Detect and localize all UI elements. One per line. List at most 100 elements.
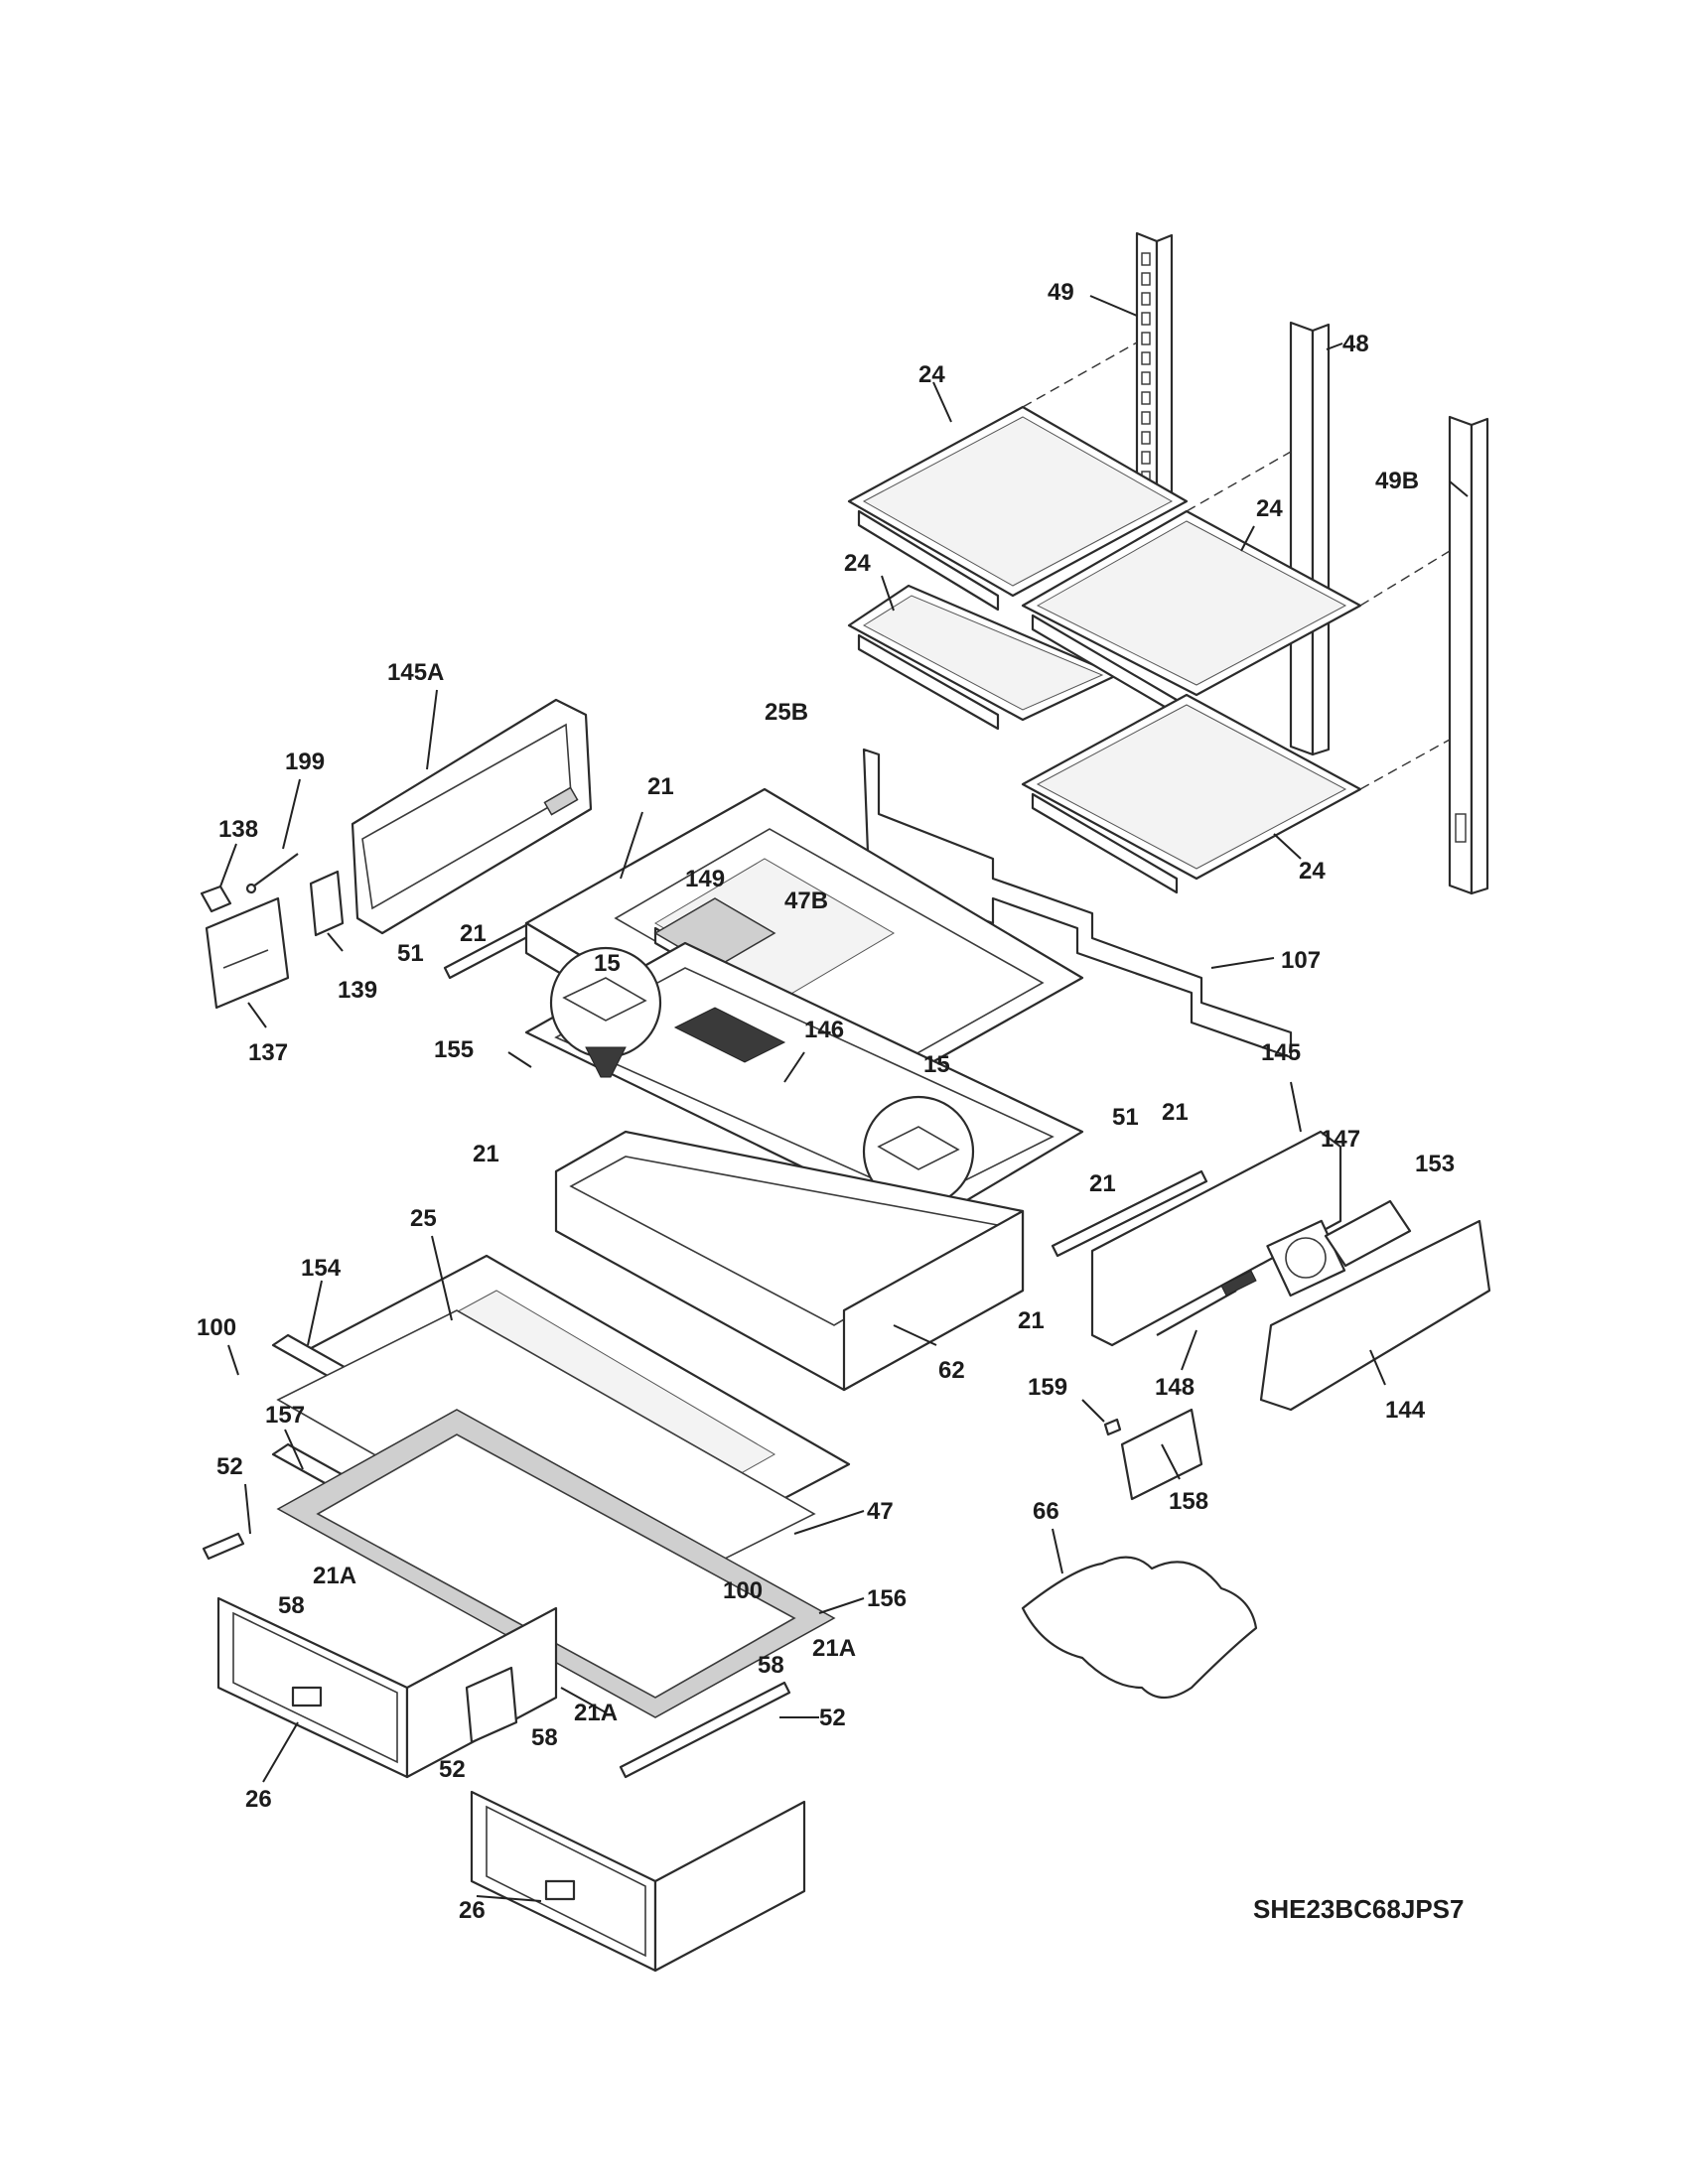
cover-137 bbox=[205, 896, 290, 1010]
callout-62: 62 bbox=[938, 1357, 965, 1384]
callout-155: 155 bbox=[434, 1036, 474, 1063]
rail-slot bbox=[1141, 451, 1151, 465]
switch-bar-146 bbox=[673, 1007, 786, 1063]
callout-21-right-lower: 21 bbox=[1018, 1307, 1045, 1334]
callout-153: 153 bbox=[1415, 1151, 1455, 1177]
callout-24-bottom: 24 bbox=[1299, 858, 1326, 885]
callout-48: 48 bbox=[1342, 331, 1369, 357]
housing-145 bbox=[1090, 1130, 1342, 1347]
callout-labels: 49 48 49B 24 24 24 24 145A 199 138 139 1… bbox=[197, 279, 1464, 1924]
callout-145: 145 bbox=[1261, 1039, 1301, 1066]
callout-146: 146 bbox=[804, 1017, 844, 1043]
callout-21-board-left: 21 bbox=[473, 1141, 499, 1167]
callout-47: 47 bbox=[867, 1498, 894, 1525]
callout-24-left: 24 bbox=[844, 550, 871, 577]
callout-15-left: 15 bbox=[594, 950, 621, 977]
rail-slot bbox=[1141, 312, 1151, 326]
rail-51-right bbox=[1051, 1169, 1208, 1258]
leader-lines bbox=[219, 295, 1469, 1902]
callout-137: 137 bbox=[248, 1039, 288, 1066]
bracket-139 bbox=[309, 870, 345, 937]
clip-159 bbox=[1103, 1418, 1122, 1436]
rear-panel-107 bbox=[862, 748, 1293, 1059]
callout-47b: 47B bbox=[784, 887, 828, 914]
drawer-rail-52-right bbox=[619, 1681, 791, 1779]
callout-21-board-right: 21 bbox=[1089, 1170, 1116, 1197]
crisper-drawer-26-left bbox=[216, 1596, 558, 1779]
callout-24-top: 24 bbox=[918, 361, 945, 388]
fan-147 bbox=[1266, 1219, 1346, 1297]
crisper-drawer-26-right bbox=[470, 1790, 806, 1973]
callout-21a-right: 21A bbox=[812, 1635, 856, 1662]
callout-26-left: 26 bbox=[245, 1786, 272, 1813]
callout-52-right: 52 bbox=[819, 1705, 846, 1731]
crisper-pan-62 bbox=[554, 1130, 1025, 1392]
callout-58-left: 58 bbox=[278, 1592, 305, 1619]
callout-100-center: 100 bbox=[723, 1577, 763, 1604]
rail-slot bbox=[1141, 332, 1151, 345]
callout-157: 157 bbox=[265, 1402, 305, 1429]
callout-66: 66 bbox=[1033, 1498, 1059, 1525]
callout-21a-left: 21A bbox=[313, 1563, 356, 1589]
callout-24-right: 24 bbox=[1256, 495, 1283, 522]
drawer-rail-52-left bbox=[202, 1532, 245, 1561]
wire-harness-199 bbox=[245, 853, 299, 894]
drawer-rail-52-center bbox=[465, 1666, 518, 1744]
callout-21-upper: 21 bbox=[647, 773, 674, 800]
callout-25b: 25B bbox=[765, 699, 808, 726]
rail-slot bbox=[1141, 272, 1151, 286]
cover-144 bbox=[1259, 1219, 1491, 1412]
glass-shelf-24-top-left bbox=[847, 405, 1189, 612]
callout-107: 107 bbox=[1281, 947, 1321, 974]
knob-138 bbox=[200, 885, 232, 913]
callout-51-right: 51 bbox=[1112, 1104, 1139, 1131]
callout-156: 156 bbox=[867, 1585, 907, 1612]
rail-slot bbox=[1141, 391, 1151, 405]
callout-21-right-upper: 21 bbox=[1162, 1099, 1189, 1126]
callout-25: 25 bbox=[410, 1205, 437, 1232]
callout-49b: 49B bbox=[1375, 468, 1419, 494]
callout-147: 147 bbox=[1321, 1126, 1360, 1153]
callout-51-left: 51 bbox=[397, 940, 424, 967]
shelf-rail-48 bbox=[1289, 321, 1331, 756]
rail-slot bbox=[1141, 351, 1151, 365]
callout-159: 159 bbox=[1028, 1374, 1067, 1401]
glass-shelf-24-mid-right bbox=[1021, 509, 1362, 716]
duct-153 bbox=[1324, 1199, 1412, 1268]
wire-divider-66 bbox=[1021, 1556, 1258, 1700]
callout-52-center: 52 bbox=[439, 1756, 466, 1783]
control-housing-145a bbox=[351, 698, 593, 935]
rail-slot bbox=[1141, 371, 1151, 385]
callout-52-left: 52 bbox=[216, 1453, 243, 1480]
callout-138: 138 bbox=[218, 816, 258, 843]
glass-shelf-24-mid-left bbox=[847, 584, 1119, 731]
callout-149: 149 bbox=[685, 866, 725, 892]
callout-154: 154 bbox=[301, 1255, 342, 1282]
model-number: SHE23BC68JPS7 bbox=[1253, 1894, 1464, 1924]
shelf-rail-49b bbox=[1448, 415, 1489, 895]
callout-58-right: 58 bbox=[758, 1652, 784, 1679]
magnifier-15-left bbox=[549, 946, 662, 1078]
callout-144: 144 bbox=[1385, 1397, 1426, 1424]
callout-100-left: 100 bbox=[197, 1314, 236, 1341]
callout-145a: 145A bbox=[387, 659, 444, 686]
callout-199: 199 bbox=[285, 749, 325, 775]
callout-21a-center: 21A bbox=[574, 1700, 618, 1726]
shelf-rail-49 bbox=[1135, 231, 1174, 503]
callout-58-center: 58 bbox=[531, 1724, 558, 1751]
callout-49: 49 bbox=[1048, 279, 1074, 306]
rail-slot bbox=[1141, 411, 1151, 425]
callout-26-right: 26 bbox=[459, 1897, 486, 1924]
callout-148: 148 bbox=[1155, 1374, 1195, 1401]
callout-21-left: 21 bbox=[460, 920, 487, 947]
callout-139: 139 bbox=[338, 977, 377, 1004]
callout-15-right: 15 bbox=[923, 1051, 950, 1078]
callout-158: 158 bbox=[1169, 1488, 1208, 1515]
rail-slot bbox=[1141, 252, 1151, 266]
sensor-148 bbox=[1156, 1270, 1257, 1336]
glass-shelf-24-bottom-right bbox=[1021, 693, 1362, 894]
rail-slot bbox=[1141, 431, 1151, 445]
label-158 bbox=[1120, 1408, 1203, 1501]
rail-slot bbox=[1141, 292, 1151, 306]
